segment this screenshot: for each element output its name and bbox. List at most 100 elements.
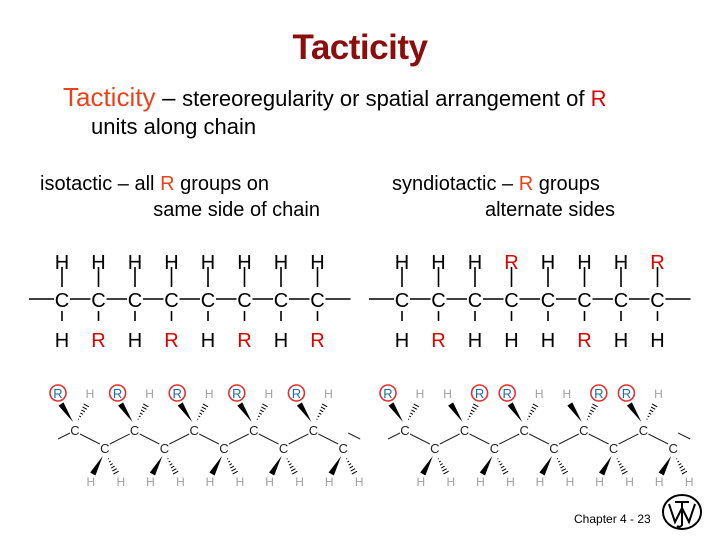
iso-top-h: H — [128, 252, 142, 274]
syn-bottom-h: H — [468, 330, 482, 352]
syn-zig-h: H — [506, 475, 515, 489]
r-group-label: R — [53, 386, 62, 401]
syn-carbon: C — [395, 290, 409, 312]
iso-top-h: H — [164, 252, 178, 274]
r-group-circle — [589, 384, 608, 402]
syn-bottom-r-group: R — [577, 330, 591, 352]
syn-line2: alternate sides — [484, 199, 616, 221]
iso-suffix: groups on — [174, 173, 270, 195]
iso-top-h: H — [237, 252, 251, 274]
isotactic-heading: isotactic – all R groups on same side of… — [40, 171, 330, 223]
syn-carbon: C — [468, 290, 482, 312]
syn-zig-h: H — [443, 387, 452, 401]
r-group-label: R — [594, 386, 603, 401]
iso-zig-carbon: C — [130, 423, 139, 438]
iso-zig-carbon: C — [219, 441, 228, 456]
r-group-circle — [470, 384, 489, 402]
syn-bottom-h: H — [650, 330, 664, 352]
syn-zig-carbon: C — [520, 423, 529, 438]
syn-top-h: H — [614, 252, 628, 274]
r-group-label: R — [475, 386, 484, 401]
iso-zig-carbon: C — [309, 423, 318, 438]
iso-zig-h: H — [236, 475, 245, 489]
definition-term: Tacticity — [63, 82, 156, 112]
iso-top-h: H — [91, 252, 105, 274]
slide-title: Tacticity — [292, 28, 428, 67]
syn-zig-h: H — [446, 475, 455, 489]
syn-zig-carbon: C — [609, 441, 618, 456]
iso-zig-h: H — [86, 475, 95, 489]
syn-zig-carbon: C — [639, 423, 648, 438]
iso-top-h: H — [274, 252, 288, 274]
iso-zig-h: H — [355, 475, 364, 489]
iso-zig-h: H — [206, 475, 215, 489]
iso-zig-carbon: C — [249, 423, 258, 438]
iso-bottom-h: H — [55, 330, 69, 352]
iso-top-h: H — [201, 252, 215, 274]
syn-zig-carbon: C — [430, 441, 439, 456]
definition-r: R — [590, 86, 607, 111]
r-group-circle — [108, 384, 127, 402]
r-group-label: R — [292, 386, 301, 401]
iso-carbon: C — [237, 290, 251, 312]
r-group-label: R — [383, 386, 392, 401]
definition-text-1: stereoregularity or spatial arrangement … — [182, 86, 591, 111]
iso-zig-h: H — [146, 475, 155, 489]
syn-carbon: C — [650, 290, 664, 312]
syn-zig-carbon: C — [669, 441, 678, 456]
syn-zig-h: H — [562, 387, 571, 401]
r-group-label: R — [113, 386, 122, 401]
syn-zig-h: H — [685, 475, 694, 489]
syn-zig-carbon: C — [490, 441, 499, 456]
r-group-label: R — [622, 386, 631, 401]
iso-zig-carbon: C — [279, 441, 288, 456]
iso-top-h: H — [55, 252, 69, 274]
syn-bottom-r-group: R — [431, 330, 445, 352]
wiley-logo-icon — [662, 494, 702, 530]
iso-bottom-h: H — [274, 330, 288, 352]
syn-zig-h: H — [595, 475, 604, 489]
syn-bottom-h: H — [541, 330, 555, 352]
iso-carbon: C — [310, 290, 324, 312]
syn-zig-carbon: C — [579, 423, 588, 438]
syn-zig-h: H — [566, 475, 575, 489]
iso-zig-h: H — [145, 387, 154, 401]
iso-carbon: C — [274, 290, 288, 312]
syn-suffix: groups — [533, 173, 600, 195]
syn-top-r-group: R — [504, 252, 518, 274]
syn-top-h: H — [468, 252, 482, 274]
iso-bottom-r-group: R — [91, 330, 105, 352]
definition: Tacticity – stereoregularity or spatial … — [63, 83, 606, 141]
iso-zig-h: H — [264, 387, 273, 401]
r-group-circle — [49, 384, 67, 402]
iso-line2: same side of chain — [153, 199, 320, 221]
iso-zig-h: H — [295, 475, 304, 489]
r-group-label: R — [503, 386, 512, 401]
syn-zig-h: H — [416, 475, 425, 489]
syn-zig-h: H — [416, 387, 425, 401]
syn-carbon: C — [614, 290, 628, 312]
iso-r: R — [160, 173, 175, 195]
syn-prefix: syndiotactic – — [392, 173, 519, 195]
r-group-circle — [379, 384, 397, 402]
r-group-label: R — [173, 386, 182, 401]
iso-zig-carbon: C — [70, 423, 79, 438]
syn-zig-h: H — [625, 475, 634, 489]
iso-prefix: isotactic – all — [40, 173, 161, 195]
r-group-circle — [617, 384, 636, 402]
iso-bottom-r-group: R — [310, 330, 324, 352]
iso-bottom-h: H — [201, 330, 215, 352]
iso-zig-h: H — [116, 475, 125, 489]
syn-bottom-h: H — [504, 330, 518, 352]
iso-zig-carbon: C — [160, 441, 169, 456]
syn-top-h: H — [577, 252, 591, 274]
syn-top-h: H — [431, 252, 445, 274]
syn-carbon: C — [504, 290, 518, 312]
iso-zig-h: H — [86, 387, 95, 401]
iso-bottom-r-group: R — [164, 330, 178, 352]
iso-carbon: C — [55, 290, 69, 312]
iso-bottom-r-group: R — [237, 330, 251, 352]
iso-zig-h: H — [176, 475, 185, 489]
syn-top-h: H — [395, 252, 409, 274]
